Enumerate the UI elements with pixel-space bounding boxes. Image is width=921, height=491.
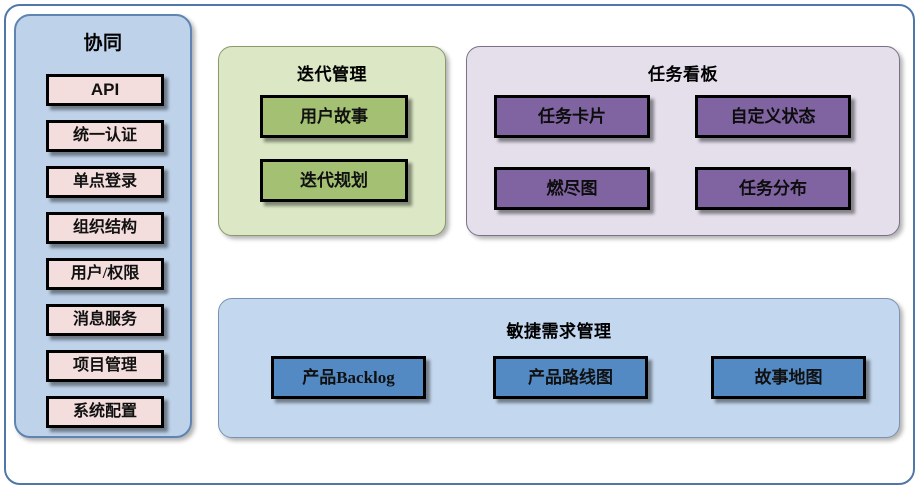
- taskboard-item-task-card-label: 任务卡片: [538, 106, 606, 126]
- panel-task-board[interactable]: 任务看板 任务卡片 自定义状态 燃尽图 任务分布: [466, 46, 900, 236]
- sidebar-item-project-management[interactable]: 项目管理: [46, 350, 164, 382]
- panel-collaboration-title: 协同: [83, 33, 123, 54]
- panel-agile-requirements[interactable]: 敏捷需求管理 产品Backlog 产品路线图 故事地图: [218, 298, 900, 438]
- panel-collaboration[interactable]: 协同 API 统一认证 单点登录 组织结构 用户/权限 消息服务 项目管理 系统…: [14, 14, 192, 438]
- taskboard-item-task-card[interactable]: 任务卡片: [494, 95, 650, 138]
- iteration-item-iteration-planning-label: 迭代规划: [300, 170, 368, 190]
- sidebar-item-api[interactable]: API: [46, 74, 164, 106]
- sidebar-item-user-permission[interactable]: 用户/权限: [46, 258, 164, 290]
- sidebar-item-message-service[interactable]: 消息服务: [46, 304, 164, 336]
- sidebar-item-sso-label: 单点登录: [72, 172, 137, 190]
- panel-iteration-management[interactable]: 迭代管理 用户故事 迭代规划: [218, 46, 446, 236]
- taskboard-item-custom-status-label: 自定义状态: [730, 106, 816, 126]
- panel-task-board-title: 任务看板: [648, 65, 718, 84]
- agile-item-product-backlog-label: 产品Backlog: [302, 367, 395, 387]
- sidebar-item-unified-auth-label: 统一认证: [72, 126, 137, 144]
- iteration-item-user-story-label: 用户故事: [300, 106, 368, 126]
- agile-item-story-map[interactable]: 故事地图: [711, 356, 866, 399]
- agile-item-product-roadmap-label: 产品路线图: [528, 367, 613, 387]
- sidebar-item-message-service-label: 消息服务: [72, 310, 137, 328]
- sidebar-item-api-label: API: [90, 80, 120, 100]
- agile-item-product-roadmap[interactable]: 产品路线图: [493, 356, 648, 399]
- panel-iteration-management-title: 迭代管理: [297, 65, 367, 84]
- sidebar-item-system-config-label: 系统配置: [72, 402, 137, 420]
- sidebar-item-org-structure-label: 组织结构: [72, 218, 137, 236]
- sidebar-item-unified-auth[interactable]: 统一认证: [46, 120, 164, 152]
- sidebar-item-project-management-label: 项目管理: [72, 356, 137, 374]
- taskboard-item-burndown-chart-label: 燃尽图: [546, 178, 598, 198]
- sidebar-item-system-config[interactable]: 系统配置: [46, 396, 164, 428]
- iteration-item-user-story[interactable]: 用户故事: [260, 95, 408, 138]
- agile-item-product-backlog[interactable]: 产品Backlog: [271, 356, 426, 399]
- taskboard-item-custom-status[interactable]: 自定义状态: [695, 95, 851, 138]
- panel-agile-requirements-title: 敏捷需求管理: [506, 322, 612, 341]
- agile-item-story-map-label: 故事地图: [754, 367, 823, 387]
- iteration-item-iteration-planning[interactable]: 迭代规划: [260, 159, 408, 202]
- sidebar-item-user-permission-label: 用户/权限: [70, 264, 140, 282]
- taskboard-item-burndown-chart[interactable]: 燃尽图: [494, 167, 650, 210]
- taskboard-item-task-distribution[interactable]: 任务分布: [695, 167, 851, 210]
- taskboard-item-task-distribution-label: 任务分布: [739, 178, 807, 198]
- sidebar-item-org-structure[interactable]: 组织结构: [46, 212, 164, 244]
- sidebar-item-sso[interactable]: 单点登录: [46, 166, 164, 198]
